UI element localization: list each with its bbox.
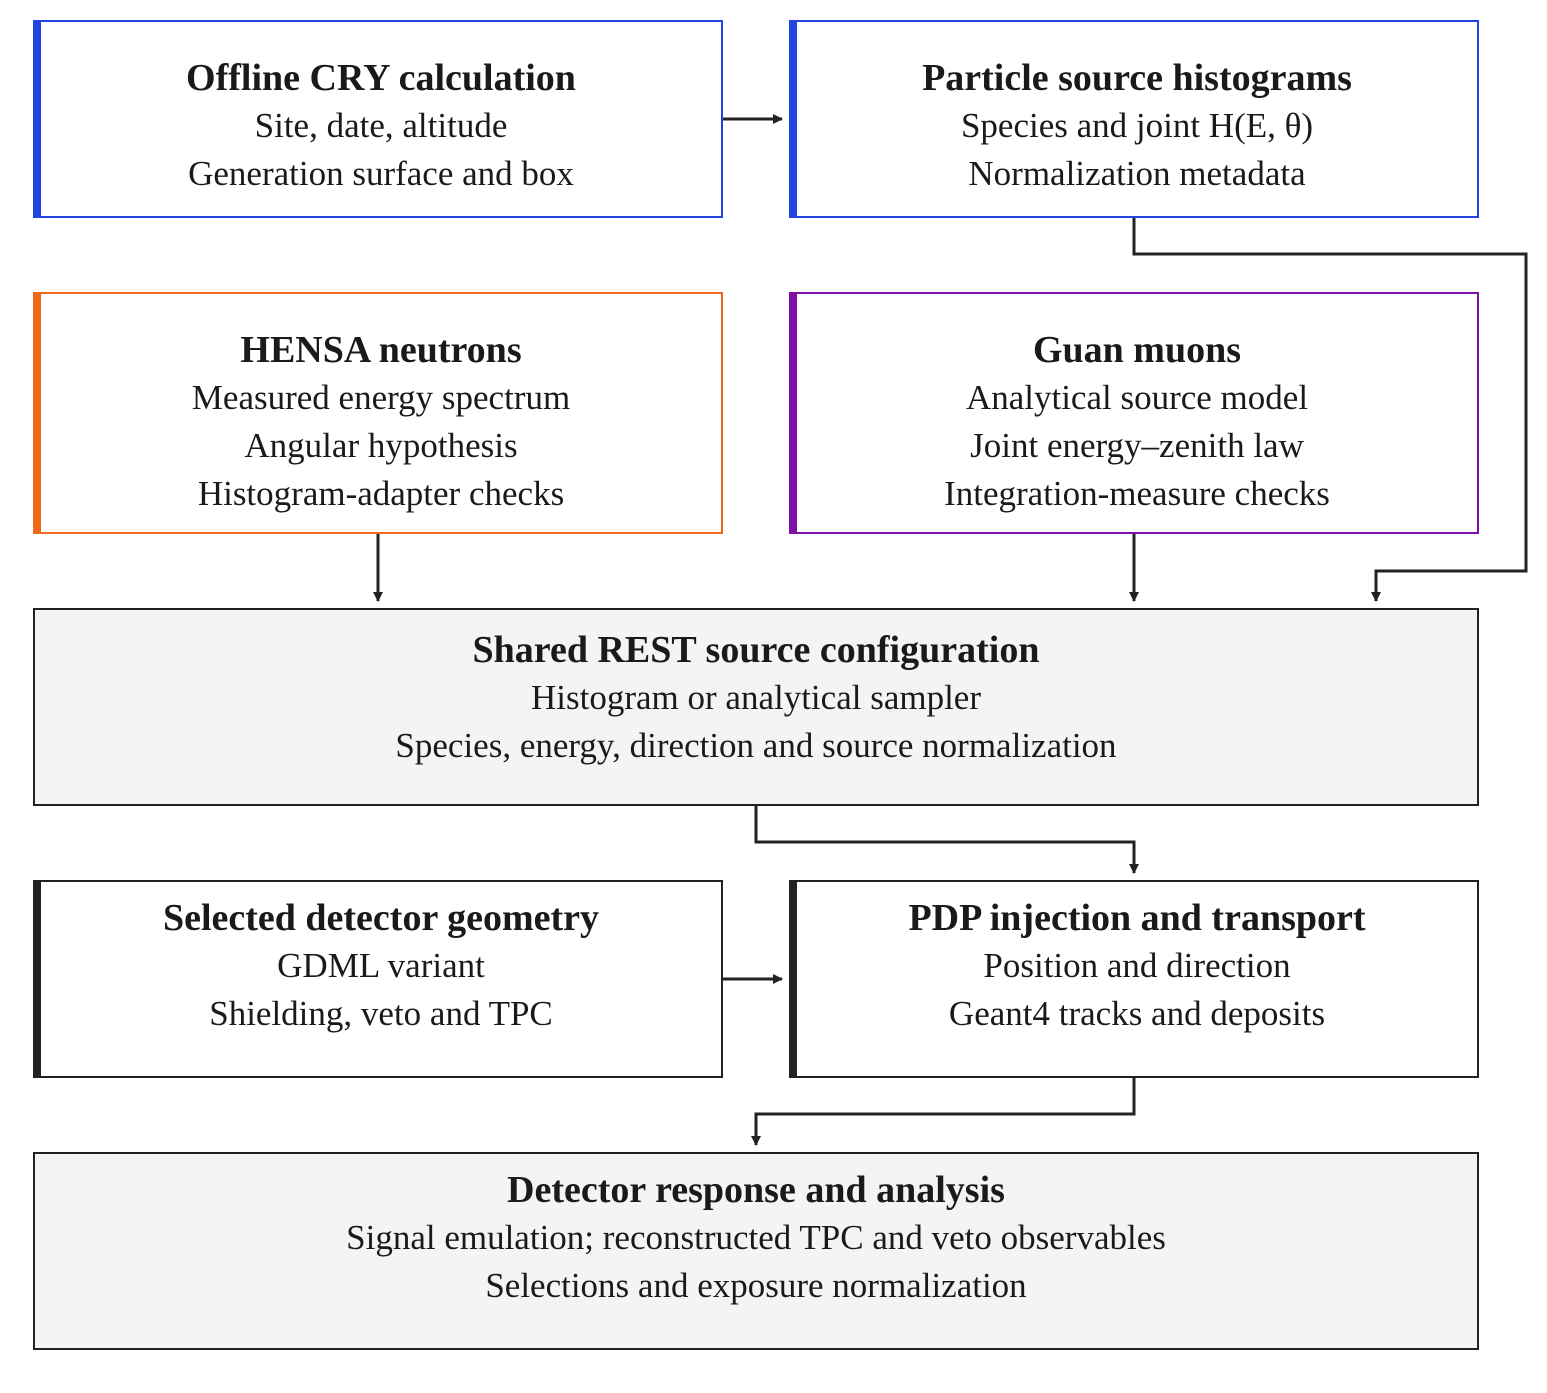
node-title: Offline CRY calculation [186, 57, 576, 99]
node-line: GDML variant [277, 946, 485, 985]
node-line: Histogram or analytical sampler [531, 678, 981, 717]
node-shared-rest-source-configuration: Shared REST source configuration Histogr… [33, 608, 1479, 806]
node-title: Detector response and analysis [507, 1169, 1005, 1211]
node-line: Selections and exposure normalization [485, 1266, 1027, 1305]
node-offline-cry-calculation: Offline CRY calculation Site, date, alti… [33, 20, 723, 218]
node-hensa-neutrons: HENSA neutrons Measured energy spectrum … [33, 292, 723, 534]
node-title: PDP injection and transport [908, 897, 1366, 939]
node-line: Position and direction [983, 946, 1291, 985]
node-line: Site, date, altitude [254, 106, 508, 145]
node-line: Generation surface and box [188, 154, 574, 193]
node-line: Angular hypothesis [244, 426, 518, 465]
node-line: Integration-measure checks [944, 474, 1330, 513]
edge-rest-to-pdp [754, 806, 1139, 874]
edge-pdp-to-det [751, 1078, 1136, 1146]
node-line: Species and joint H(E, θ) [960, 106, 1314, 145]
node-title: Particle source histograms [922, 57, 1352, 99]
node-title: HENSA neutrons [240, 329, 522, 371]
node-particle-source-histograms: Particle source histograms Species and j… [789, 20, 1479, 218]
node-line: Analytical source model [965, 378, 1309, 417]
node-line: Shielding, veto and TPC [209, 994, 553, 1033]
node-line: Species, energy, direction and source no… [395, 726, 1117, 765]
node-line: Signal emulation; reconstructed TPC and … [346, 1218, 1166, 1257]
node-line: Measured energy spectrum [191, 378, 571, 417]
node-detector-response-and-analysis: Detector response and analysis Signal em… [33, 1152, 1479, 1350]
node-selected-detector-geometry: Selected detector geometry GDML variant … [33, 880, 723, 1078]
node-line: Normalization metadata [968, 154, 1306, 193]
node-line: Joint energy–zenith law [970, 426, 1304, 465]
node-title: Shared REST source configuration [472, 629, 1040, 671]
node-pdp-injection-and-transport: PDP injection and transport Position and… [789, 880, 1479, 1078]
node-guan-muons: Guan muons Analytical source model Joint… [789, 292, 1479, 534]
node-title: Guan muons [1032, 329, 1242, 371]
node-line: Geant4 tracks and deposits [948, 994, 1326, 1033]
node-title: Selected detector geometry [162, 897, 600, 939]
node-line: Histogram-adapter checks [197, 474, 565, 513]
